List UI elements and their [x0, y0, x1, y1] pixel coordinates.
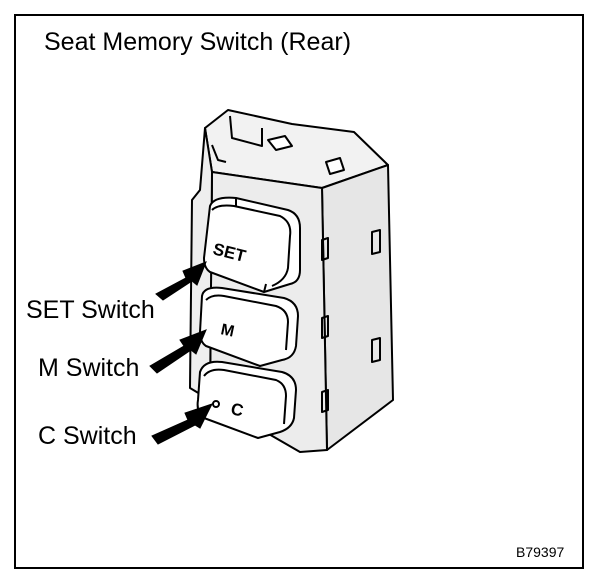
m-button-label: M: [219, 321, 236, 340]
m-switch-arrow: [149, 329, 207, 374]
c-switch-label: C Switch: [38, 422, 137, 450]
c-button[interactable]: [196, 360, 297, 439]
m-switch-label: M Switch: [38, 354, 140, 382]
set-switch-label: SET Switch: [26, 296, 155, 324]
figure-code: B79397: [516, 544, 565, 560]
m-button[interactable]: [199, 286, 299, 367]
set-switch-arrow: [155, 261, 207, 301]
diagram-title: Seat Memory Switch (Rear): [44, 28, 352, 56]
c-button-label: C: [229, 399, 245, 420]
set-button[interactable]: [203, 196, 301, 293]
c-switch-arrow: [151, 403, 213, 445]
